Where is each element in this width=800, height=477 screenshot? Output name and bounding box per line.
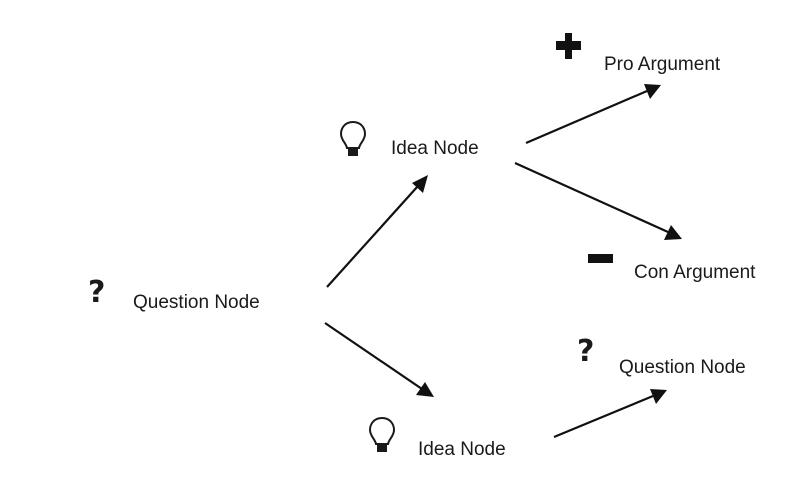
arrow-root-to-idea-bottom: [324, 322, 434, 397]
arrow-root-to-idea-top: [326, 175, 428, 288]
minus-icon: [588, 254, 613, 263]
plus-icon: [556, 33, 581, 59]
root-question-node[interactable]: ? Question Node: [88, 275, 260, 313]
arrow-idea-top-to-con: [514, 161, 682, 240]
arrow-idea-top-to-pro: [525, 84, 661, 145]
child-question-node[interactable]: ? Question Node: [577, 334, 746, 378]
con-argument-node[interactable]: Con Argument: [588, 254, 756, 283]
lightbulb-icon: [368, 416, 396, 452]
lightbulb-icon: [339, 120, 367, 156]
con-argument-label: Con Argument: [634, 262, 756, 283]
question-icon: ?: [577, 334, 594, 369]
pro-argument-node[interactable]: Pro Argument: [556, 33, 721, 75]
arrow-idea-bottom-to-child-question: [553, 389, 667, 439]
child-question-label: Question Node: [619, 357, 746, 378]
root-question-label: Question Node: [133, 292, 260, 313]
pro-argument-label: Pro Argument: [604, 54, 721, 75]
idea-node-bottom-label: Idea Node: [418, 439, 506, 460]
idea-node-top-label: Idea Node: [391, 138, 479, 159]
idea-node-top[interactable]: Idea Node: [339, 120, 479, 159]
question-icon: ?: [88, 275, 105, 310]
idea-node-bottom[interactable]: Idea Node: [368, 416, 506, 460]
